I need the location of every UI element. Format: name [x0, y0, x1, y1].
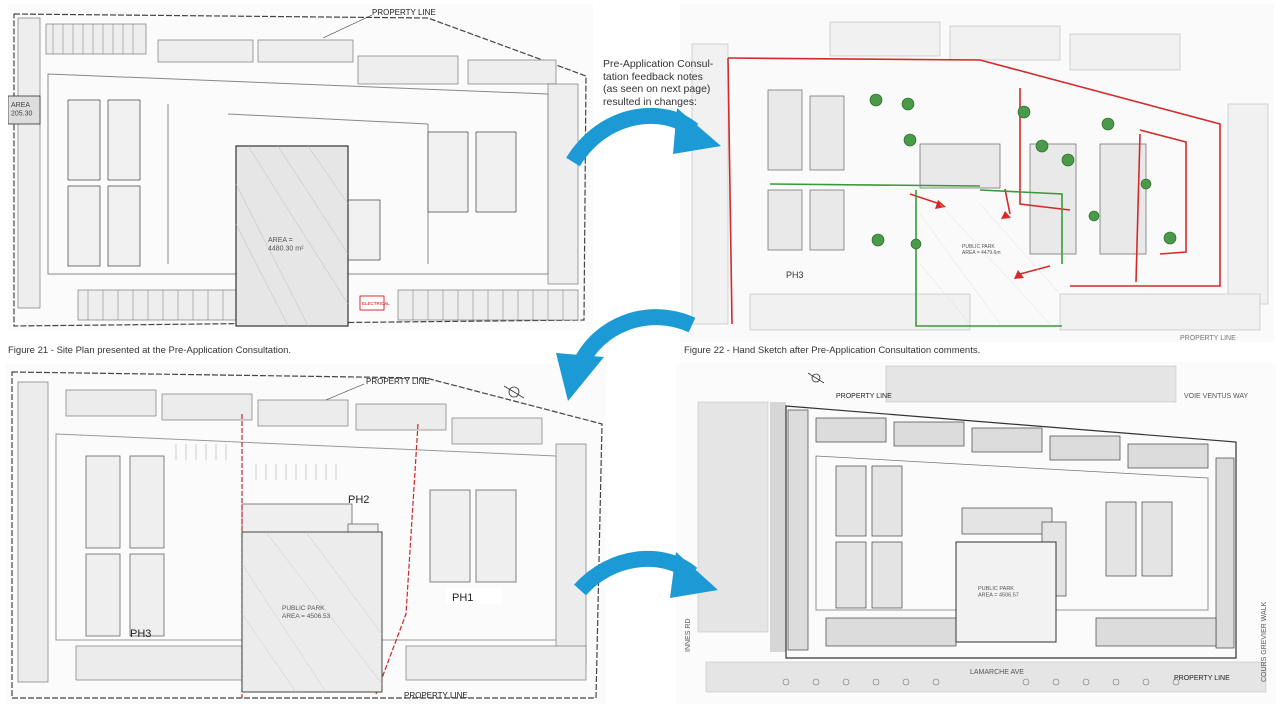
street-top-label: VOIE VENTUS WAY — [1184, 393, 1249, 400]
property-line-bottom-label: PROPERTY LINE — [404, 691, 468, 700]
property-line-label: PROPERTY LINE — [1180, 335, 1236, 342]
figure-21-caption: Figure 21 - Site Plan presented at the P… — [8, 345, 292, 356]
phase3-label: PH3 — [130, 628, 151, 640]
street-right-label: COURS GREVIER WALK — [1261, 601, 1268, 682]
final-site-plan: VOIE VENTUS WAY LAMARCHE AVE INNES RD CO… — [676, 362, 1276, 704]
flow-arrow-3-icon — [574, 550, 718, 598]
feedback-note: Pre-Application Consul- tation feedback … — [603, 58, 714, 108]
property-line-top-label: PROPERTY LINE — [366, 377, 430, 386]
north-arrow-icon — [508, 386, 520, 398]
phase3-label: PH3 — [786, 270, 804, 280]
property-line-label: PROPERTY LINE — [372, 8, 436, 17]
figure-22-caption: Figure 22 - Hand Sketch after Pre-Applic… — [684, 345, 981, 356]
phase2-label: PH2 — [348, 494, 369, 506]
flow-arrow-1-icon — [566, 107, 721, 167]
property-line-bottom-label: PROPERTY LINE — [1174, 675, 1230, 682]
property-line-top-label: PROPERTY LINE — [836, 393, 892, 400]
street-bottom-label: LAMARCHE AVE — [970, 669, 1024, 676]
phase1-label: PH1 — [452, 592, 473, 604]
area-main-label: AREA =4480.30 m² — [268, 237, 304, 252]
flow-arrow-2-icon — [556, 309, 696, 401]
final-plan-drawing: VOIE VENTUS WAY LAMARCHE AVE INNES RD CO… — [676, 362, 1276, 704]
electrical-label: ELECTRICAL — [362, 301, 390, 306]
street-left-label: INNES RD — [685, 619, 692, 652]
north-arrow-icon — [811, 373, 821, 383]
